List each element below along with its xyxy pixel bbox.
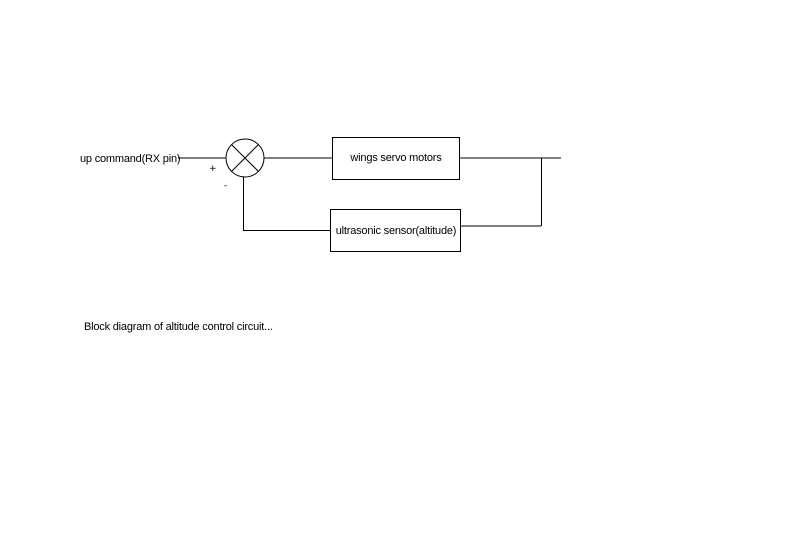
feedback-block-label: ultrasonic sensor(altitude) xyxy=(336,225,457,237)
input-label: up command(RX pin) xyxy=(80,153,180,165)
forward-block: wings servo motors xyxy=(332,137,460,180)
summing-junction-icon xyxy=(225,138,265,178)
minus-sign: - xyxy=(224,181,227,191)
plus-sign: + xyxy=(209,164,217,174)
feedback-block: ultrasonic sensor(altitude) xyxy=(330,209,461,252)
forward-block-label: wings servo motors xyxy=(349,152,442,164)
diagram-caption: Block diagram of altitude control circui… xyxy=(84,321,273,333)
